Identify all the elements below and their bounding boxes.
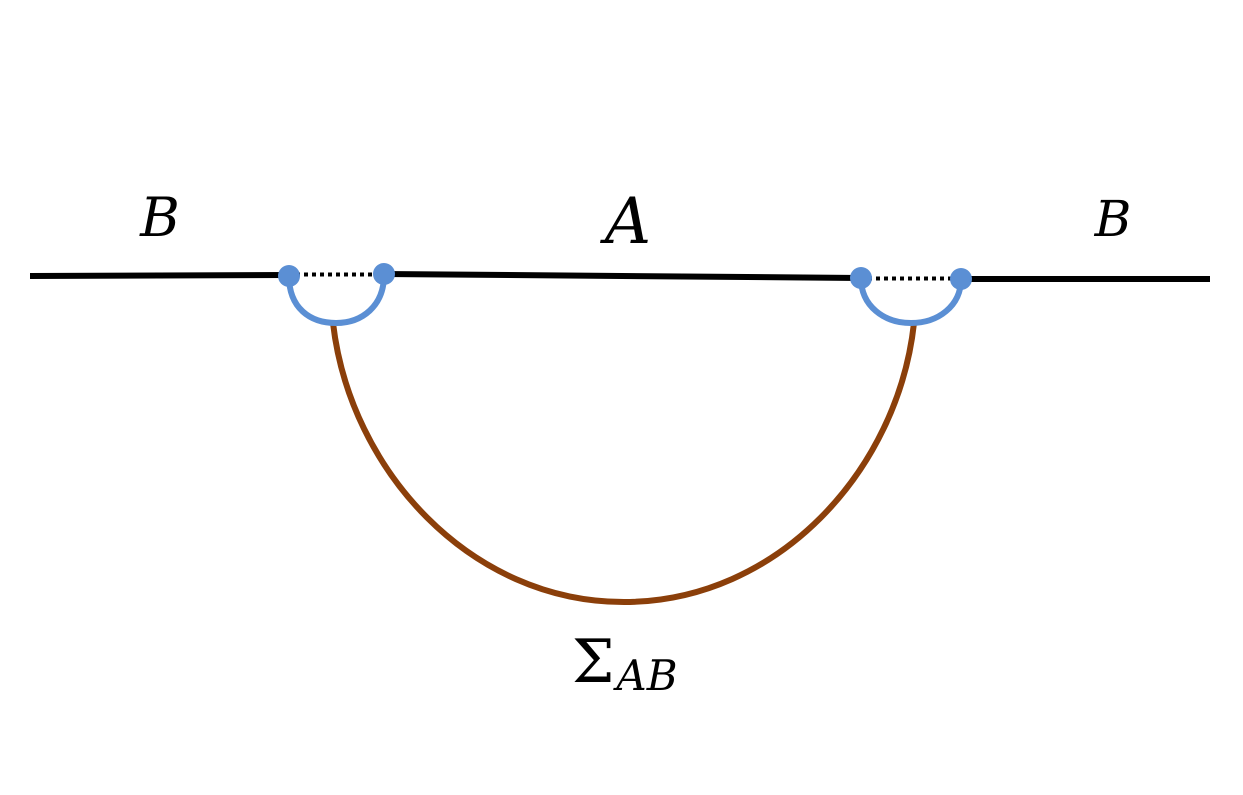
endpoint-dot [950,268,972,290]
label-middle-region: A [600,185,651,259]
label-right-region: B [1094,190,1132,248]
endpoint-dot [850,267,872,289]
endpoint-dot [373,263,395,285]
boundary-segment-middle [383,271,861,281]
label-left-region: B [139,186,180,249]
endpoint-dot [278,265,300,287]
surface-curve [330,322,917,606]
boundary-segment-left [29,272,289,279]
endpoint-cap-left [286,274,387,327]
endpoint-cap-right [858,277,964,327]
label-surface: ΣAB [572,627,678,700]
surface-subscript: AB [612,651,677,700]
surface-symbol: Σ [572,627,614,697]
